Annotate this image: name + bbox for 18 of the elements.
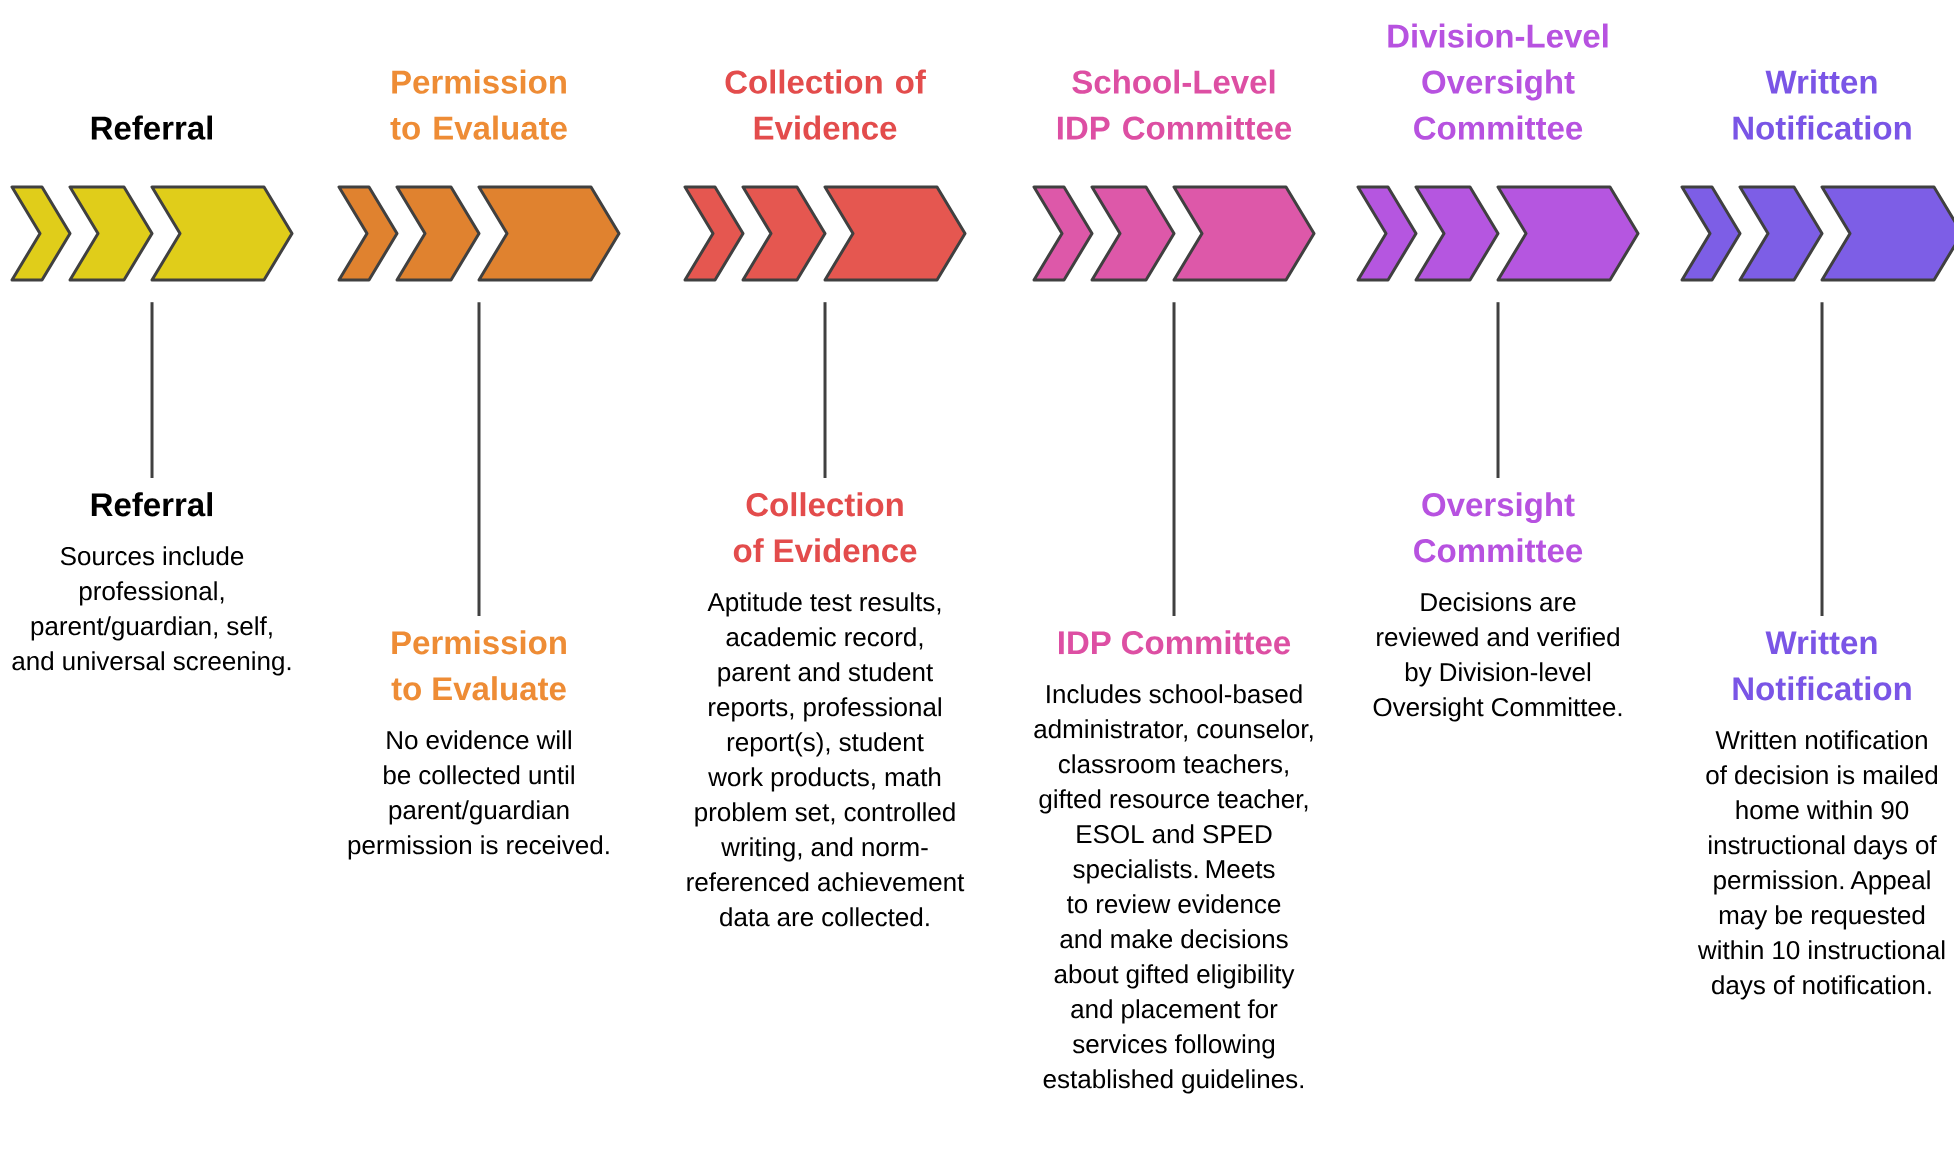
connector-line (477, 302, 481, 616)
step-title: Permission to Evaluate (390, 69, 567, 140)
step-title: Collection of Evidence (725, 69, 926, 140)
step-title: Written Notification (1733, 69, 1911, 140)
step-description: Permission to Evaluate No evidence will be collected until parent/guardian permission is received. (348, 630, 609, 860)
step-description: Written Notification Written notification of decision is mailed home within 90 instructional days of permission. Appeal may be requested within 10 instructional days of notification. (1697, 630, 1945, 1000)
step-title: School-Level IDP Committee (1057, 69, 1292, 140)
connector-line (150, 302, 154, 478)
connector-line (1496, 302, 1500, 478)
step-title: Division-Level Oversight Committee (1388, 23, 1608, 140)
step-description: Collection of Evidence Aptitude test results, academic record, parent and student reports, professional report(s), student work products, math problem set, controlled writing, and norm-referenced achievement data are collected. (687, 492, 965, 927)
connector-line (823, 302, 827, 478)
step-description: Referral Sources include professional, parent/guardian, self, and universal screening. (12, 492, 291, 676)
step-description: Oversight Committee Decisions are reviewed and verified by Division-level Oversight Committee. (1373, 492, 1622, 722)
step-title: Referral (91, 115, 212, 140)
connector-line (1820, 302, 1824, 616)
connector-line (1172, 302, 1176, 616)
step-description: IDP Committee Includes school-based administrator, counselor, classroom teachers, gifted resource teacher, ESOL and SPED specialists. Meets to review evidence and make decisions about gifted eligibility and placement for services following established guidelines. (1034, 630, 1313, 1094)
